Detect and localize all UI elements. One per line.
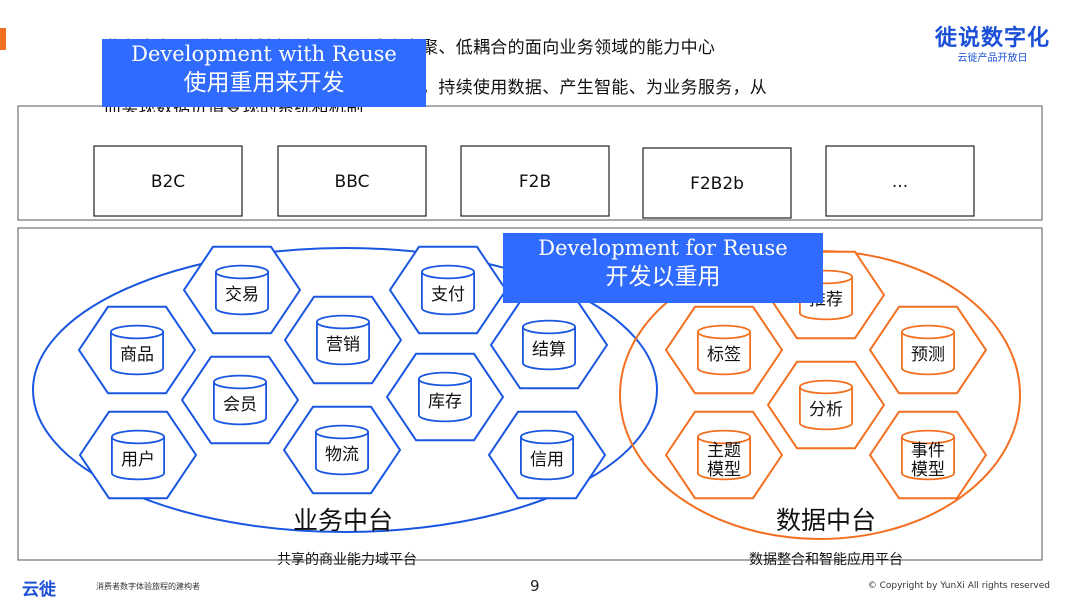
development-with-reuse-en: Development with Reuse <box>131 42 397 66</box>
capability-cell: 用户 <box>78 410 198 500</box>
data-platform-title: 数据中台 <box>776 506 876 535</box>
capability-label: 支付 <box>431 285 465 305</box>
database-icon <box>421 272 475 316</box>
capability-cell: 库存 <box>385 352 505 442</box>
capability-label: 信用 <box>530 450 564 470</box>
database-icon <box>215 272 269 316</box>
capability-cell: 会员 <box>180 355 300 445</box>
database-icon <box>315 432 369 476</box>
capability-cell: 交易 <box>182 245 302 335</box>
channel-box: F2B2b <box>642 147 792 219</box>
capability-label: 事件模型 <box>911 441 945 480</box>
capability-cell: 结算 <box>489 300 609 390</box>
database-icon <box>697 332 751 376</box>
capability-label: 预测 <box>911 345 945 365</box>
channel-box: F2B <box>460 145 610 217</box>
capability-label: 商品 <box>120 345 154 365</box>
channel-box: ... <box>825 145 975 217</box>
database-icon <box>799 387 853 431</box>
capability-label: 用户 <box>121 450 155 470</box>
capability-cell: 主题模型 <box>664 410 784 500</box>
capability-cell: 标签 <box>664 305 784 395</box>
capability-cell: 信用 <box>487 410 607 500</box>
platforms-frame <box>17 227 1043 561</box>
development-for-reuse-en: Development for Reuse <box>538 236 788 260</box>
capability-label: 交易 <box>225 285 259 305</box>
capability-label: 分析 <box>809 400 843 420</box>
capability-label: 主题模型 <box>707 441 741 480</box>
development-with-reuse-cn: 使用重用来开发 <box>183 70 345 96</box>
database-icon <box>520 437 574 481</box>
channel-label: B2C <box>151 172 185 192</box>
channel-box: BBC <box>277 145 427 217</box>
development-with-reuse-label: Development with Reuse 使用重用来开发 <box>103 40 425 106</box>
database-icon <box>213 382 267 426</box>
database-icon <box>522 327 576 371</box>
database-icon <box>111 437 165 481</box>
capability-cell: 分析 <box>766 360 886 450</box>
database-icon <box>316 322 370 366</box>
business-platform-ellipse <box>32 247 658 533</box>
data-platform-caption: 数据整合和智能应用平台 <box>749 551 903 568</box>
business-platform-title: 业务中台 <box>293 506 393 535</box>
capability-cell: 营销 <box>283 295 403 385</box>
capability-cell: 支付 <box>388 245 508 335</box>
business-platform-caption: 共享的商业能力域平台 <box>277 551 417 568</box>
capability-label: 标签 <box>707 345 741 365</box>
channel-label: BBC <box>335 172 370 192</box>
capability-cell: 商品 <box>77 305 197 395</box>
database-icon <box>418 379 472 423</box>
channel-box: B2C <box>93 145 243 217</box>
capability-label: 营销 <box>326 335 360 355</box>
development-for-reuse-label: Development for Reuse 开发以重用 <box>504 234 822 302</box>
capability-label: 结算 <box>532 340 566 360</box>
channel-label: F2B2b <box>690 174 744 194</box>
footer-copyright: © Copyright by YunXi All rights reserved <box>867 581 1050 591</box>
channel-frame <box>17 105 1043 221</box>
channel-label: F2B <box>519 172 551 192</box>
footer-logo: 云徙 <box>22 580 56 600</box>
brand-logo: 徙说数字化 云徙产品开放日 <box>935 26 1050 66</box>
development-for-reuse-cn: 开发以重用 <box>605 264 721 290</box>
capability-label: 物流 <box>325 445 359 465</box>
brand-subtitle: 云徙产品开放日 <box>957 53 1028 64</box>
database-icon <box>697 437 751 481</box>
data-capabilities: 推荐标签预测分析主题模型事件模型 <box>664 250 988 500</box>
capability-cell: 预测 <box>868 305 988 395</box>
database-icon <box>110 332 164 376</box>
capability-label: 会员 <box>223 395 257 415</box>
database-icon <box>901 437 955 481</box>
slide-accent-bar <box>0 28 6 50</box>
slide-footer: 云徙 消费者数字体验旅程的建构者 9 © Copyright by YunXi … <box>0 569 1080 603</box>
database-icon <box>901 332 955 376</box>
capability-label: 库存 <box>428 392 462 412</box>
footer-tagline: 消费者数字体验旅程的建构者 <box>96 582 200 591</box>
channel-row: B2C BBC F2B F2B2b... <box>93 145 975 219</box>
brand-name: 徙说数字化 <box>934 26 1050 51</box>
capability-cell: 物流 <box>282 405 402 495</box>
page-number: 9 <box>530 577 540 595</box>
capability-cell: 事件模型 <box>868 410 988 500</box>
channel-label: ... <box>892 172 908 192</box>
